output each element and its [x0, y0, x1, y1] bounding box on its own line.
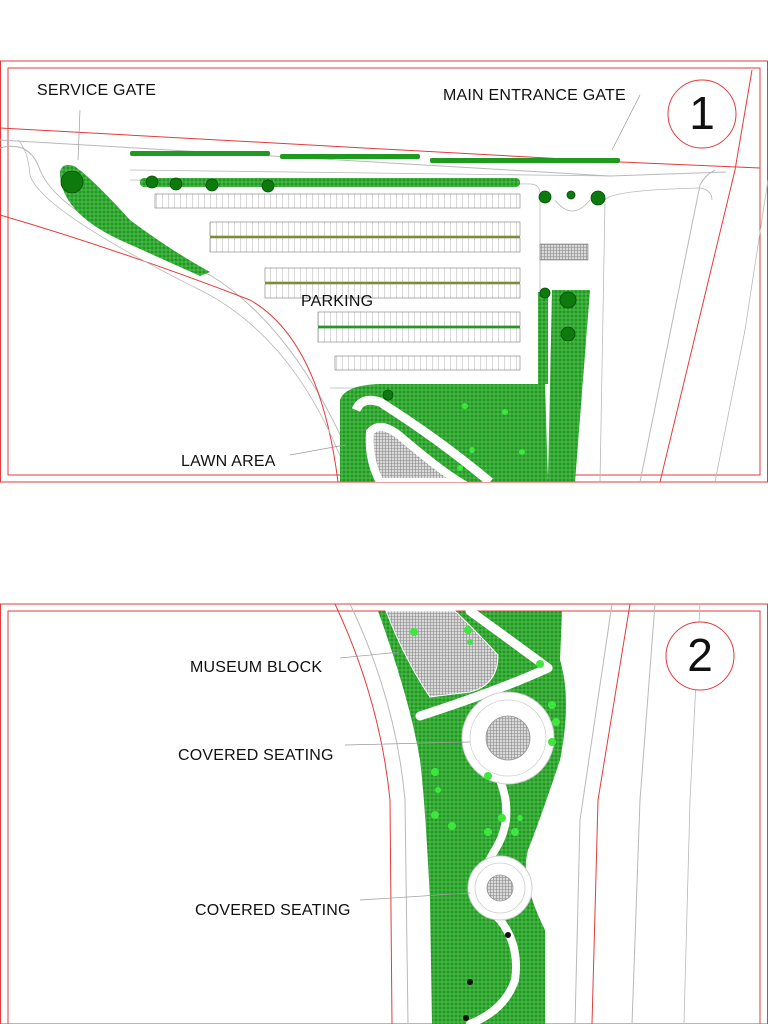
covered-seating-1-plan	[461, 691, 555, 785]
sheet-2-leaders	[339, 651, 471, 901]
trees	[60, 170, 606, 401]
sheet-1-number: 1	[689, 87, 715, 139]
sheet-2-shrubs	[410, 626, 560, 836]
label-parking: PARKING	[301, 293, 374, 310]
sheet-2-number-badge	[665, 621, 735, 691]
label-main-entrance-gate: MAIN ENTRANCE GATE	[443, 87, 626, 104]
parking-stalls	[154, 193, 589, 371]
label-covered-seating-2: COVERED SEATING	[195, 902, 351, 919]
sheet-2-dark-plants	[463, 932, 511, 1021]
sheet-1	[0, 60, 768, 483]
sheet-2	[0, 603, 768, 1024]
covered-seating-2-plan	[467, 855, 533, 921]
lawn-masses	[60, 164, 590, 482]
label-museum-block: MUSEUM BLOCK	[190, 659, 323, 676]
hedge-strips	[130, 151, 620, 187]
sheet-2-number: 2	[687, 629, 713, 681]
sheet-1-leaders	[77, 94, 641, 456]
entry-circle	[554, 199, 591, 212]
sheet-2-inner-frame	[7, 610, 761, 1024]
shrubs	[457, 403, 525, 471]
label-covered-seating-1: COVERED SEATING	[178, 747, 334, 764]
sheet-2-outer-frame	[0, 603, 768, 1024]
label-service-gate: SERVICE GATE	[37, 82, 157, 99]
sheet-1-number-badge	[667, 79, 737, 149]
label-lawn-area: LAWN AREA	[181, 453, 276, 470]
